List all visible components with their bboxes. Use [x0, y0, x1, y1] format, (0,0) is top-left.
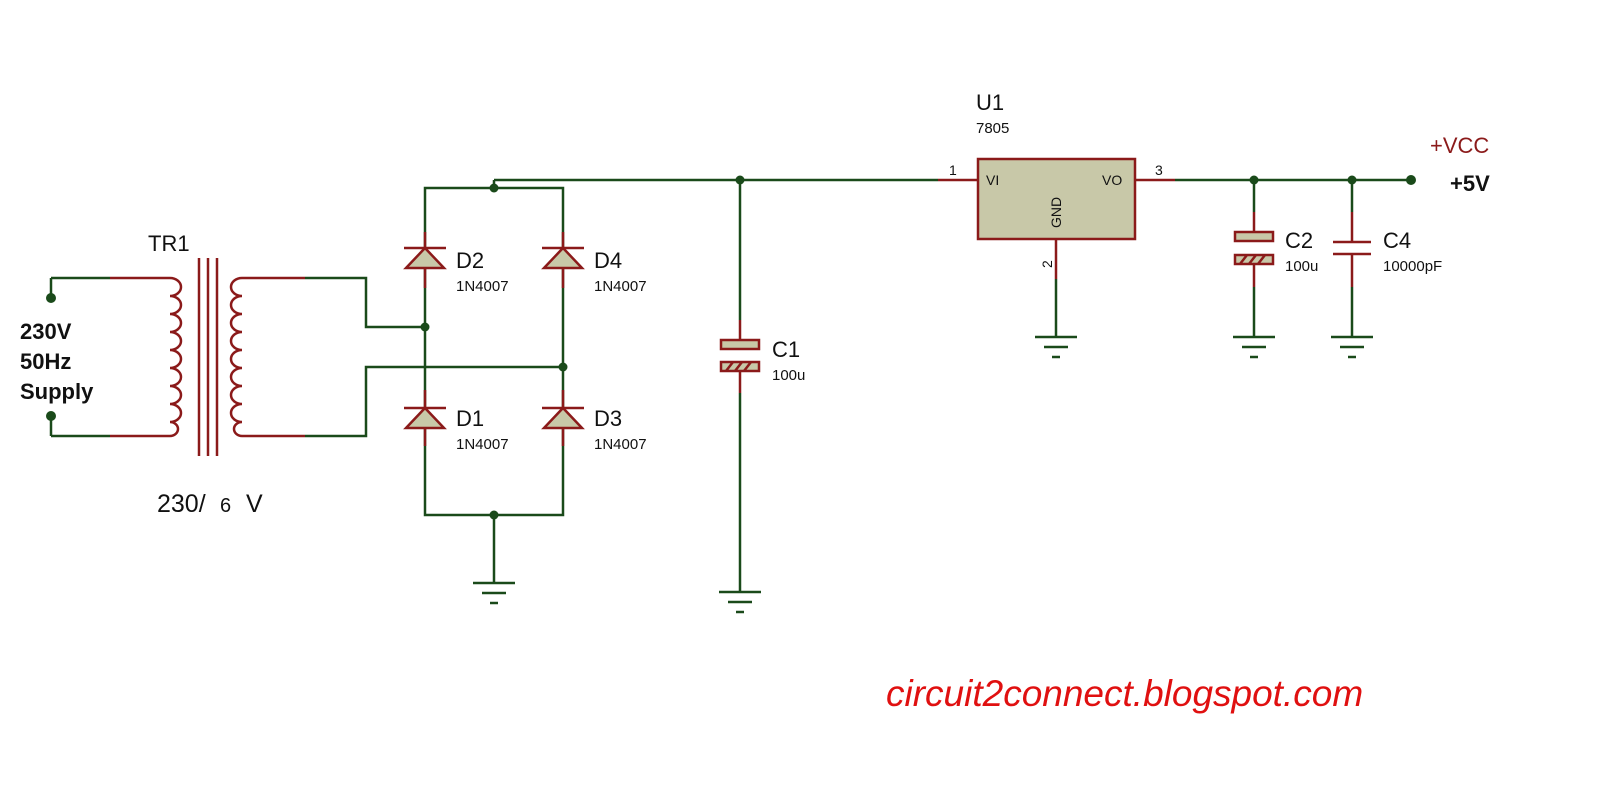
capacitor-c2-ref: C2 — [1285, 228, 1313, 253]
transformer-ratio-unit: V — [246, 490, 263, 518]
regulator-pin-vo: VO — [1102, 172, 1122, 188]
diode-d2-part: 1N4007 — [456, 278, 509, 295]
output-voltage-label: +5V — [1450, 171, 1490, 196]
supply-terminals — [46, 276, 170, 438]
capacitor-c1 — [719, 180, 761, 592]
diode-d3-ref: D3 — [594, 406, 622, 431]
ground-symbol-c1 — [719, 590, 761, 614]
ground-symbol-bridge — [473, 581, 515, 605]
supply-label-frequency: 50Hz — [20, 349, 71, 374]
ground-symbol-c2 — [1233, 335, 1275, 359]
capacitor-c2 — [1233, 180, 1275, 337]
regulator-pin-gnd: GND — [1048, 197, 1064, 228]
regulator-pin-3: 3 — [1155, 162, 1163, 178]
diode-d4 — [541, 232, 585, 288]
ground-symbol-c4 — [1331, 335, 1373, 359]
diode-d2-ref: D2 — [456, 248, 484, 273]
supply-label-voltage: 230V — [20, 319, 72, 344]
regulator-u1 — [938, 157, 1175, 337]
diode-d1 — [403, 390, 447, 446]
regulator-pin-vi: VI — [986, 172, 999, 188]
diode-d1-part: 1N4007 — [456, 436, 509, 453]
transformer-ratio-secondary: 6 — [220, 495, 231, 517]
ground-symbol-regulator — [1035, 335, 1077, 359]
output-rail-wire — [1175, 175, 1416, 185]
capacitor-c4 — [1333, 180, 1371, 337]
diode-d2 — [403, 232, 447, 288]
output-net-label: +VCC — [1430, 133, 1489, 158]
watermark-text: circuit2connect.blogspot.com — [886, 673, 1363, 714]
capacitor-c4-ref: C4 — [1383, 228, 1411, 253]
secondary-wires — [305, 276, 563, 438]
regulator-pin-1: 1 — [949, 162, 957, 178]
capacitor-c2-value: 100u — [1285, 258, 1318, 275]
diode-d3-part: 1N4007 — [594, 436, 647, 453]
regulator-pin-2: 2 — [1039, 260, 1055, 268]
transformer-ratio-primary: 230/ — [157, 490, 206, 518]
diode-d4-part: 1N4007 — [594, 278, 647, 295]
main-rail-wire — [494, 175, 938, 185]
diode-d4-ref: D4 — [594, 248, 622, 273]
regulator-part: 7805 — [976, 120, 1009, 137]
capacitor-c1-ref: C1 — [772, 337, 800, 362]
diode-d3 — [541, 390, 585, 446]
capacitor-c1-value: 100u — [772, 367, 805, 384]
capacitor-c4-value: 10000pF — [1383, 258, 1442, 275]
transformer-ref: TR1 — [148, 231, 190, 256]
regulator-ref: U1 — [976, 90, 1004, 115]
transformer-tr1 — [169, 258, 305, 456]
bridge-wires — [420, 180, 568, 583]
diode-d1-ref: D1 — [456, 406, 484, 431]
supply-label-text: Supply — [20, 379, 94, 404]
